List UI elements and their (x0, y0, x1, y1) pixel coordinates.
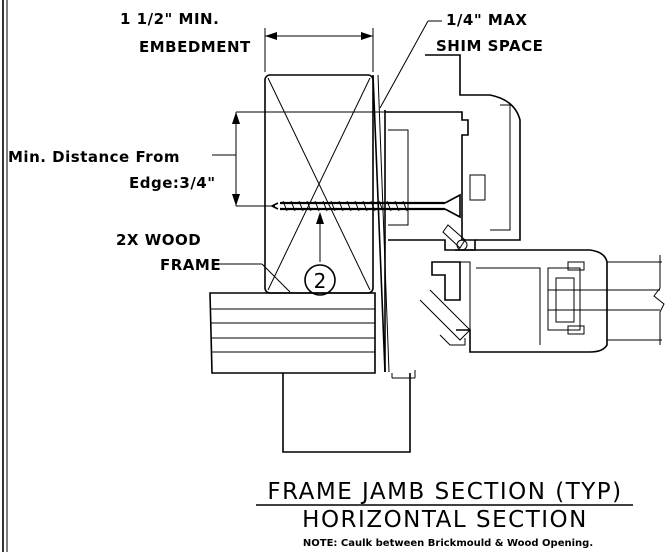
embedment-label-line2: EMBEDMENT (139, 38, 251, 56)
sheet-border (2, 0, 8, 552)
min-distance-dimension (212, 111, 385, 207)
callout-number: 2 (314, 269, 327, 293)
drawing-title: FRAME JAMB SECTION (TYP) (267, 479, 622, 505)
wall-substrate (209, 292, 416, 453)
window-frame-profile (385, 54, 665, 353)
embedment-label-line1: 1 1/2" MIN. (120, 10, 219, 28)
shim-space (372, 74, 390, 373)
min-distance-label-line1: Min. Distance From (8, 148, 180, 166)
wood-frame-block (264, 74, 374, 294)
embedment-dimension (264, 28, 374, 72)
shim-label-line2: SHIM SPACE (436, 37, 543, 55)
min-distance-label-line2: Edge:3/4" (129, 174, 216, 192)
wood-frame-label-line1: 2X WOOD (116, 231, 201, 249)
wood-frame-label-line2: FRAME (160, 256, 221, 274)
shim-label-line1: 1/4" MAX (446, 11, 528, 29)
shim-leader (379, 20, 442, 109)
drawing-note: NOTE: Caulk between Brickmould & Wood Op… (303, 538, 593, 549)
callout-bubble (304, 212, 336, 296)
drawing-subtitle: HORIZONTAL SECTION (302, 507, 588, 533)
screw-fastener (270, 193, 461, 219)
wood-frame-leader (216, 263, 291, 293)
